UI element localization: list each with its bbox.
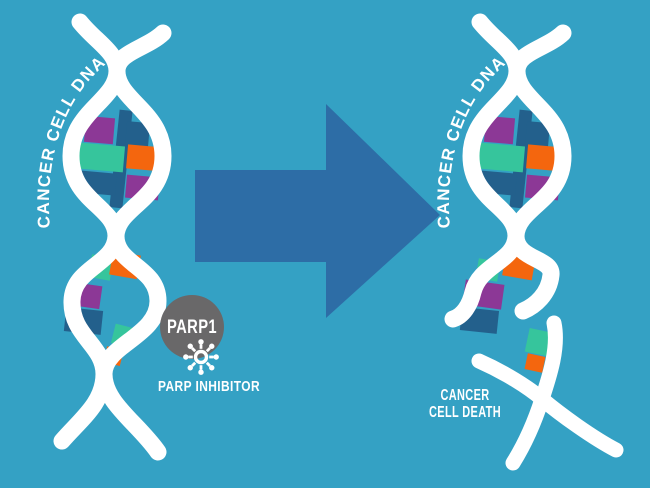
parp1-protein-circle [160, 295, 224, 359]
caption-line-1: CANCER [441, 387, 490, 404]
cancer-cell-death-caption: CANCER CELL DEATH [429, 387, 501, 421]
base-pair-block-green [67, 141, 126, 173]
icon-spoke [198, 365, 204, 375]
icon-spoke [209, 354, 219, 360]
base-pair-block-blue [124, 121, 151, 149]
icon-spoke [205, 361, 215, 371]
icon-spoke [205, 343, 215, 353]
icon-spoke [198, 339, 204, 349]
parp-inhibitor-label: PARP INHIBITOR [158, 379, 260, 395]
icon-spoke [187, 361, 197, 371]
dna-fragment-broken [471, 315, 624, 471]
icon-center-ring [193, 349, 209, 365]
parp1-inhibitor-group: PARP1 PARP INHIBITOR [158, 295, 260, 395]
icon-spoke [183, 354, 193, 360]
right-arrow [195, 104, 440, 318]
base-pair-block-blue [524, 121, 551, 149]
dna-strand [53, 24, 172, 450]
parp1-label: PARP1 [167, 317, 217, 338]
caption-line-2: CELL DEATH [429, 404, 501, 421]
fragment-strand [471, 353, 624, 458]
base-pair-block-orange [524, 353, 546, 373]
asterisk-burst-icon [183, 339, 219, 375]
base-pair-block-green [467, 141, 526, 173]
base-pair-block-green [524, 327, 553, 357]
icon-spoke [187, 343, 197, 353]
dna-strand-broken [462, 24, 572, 320]
